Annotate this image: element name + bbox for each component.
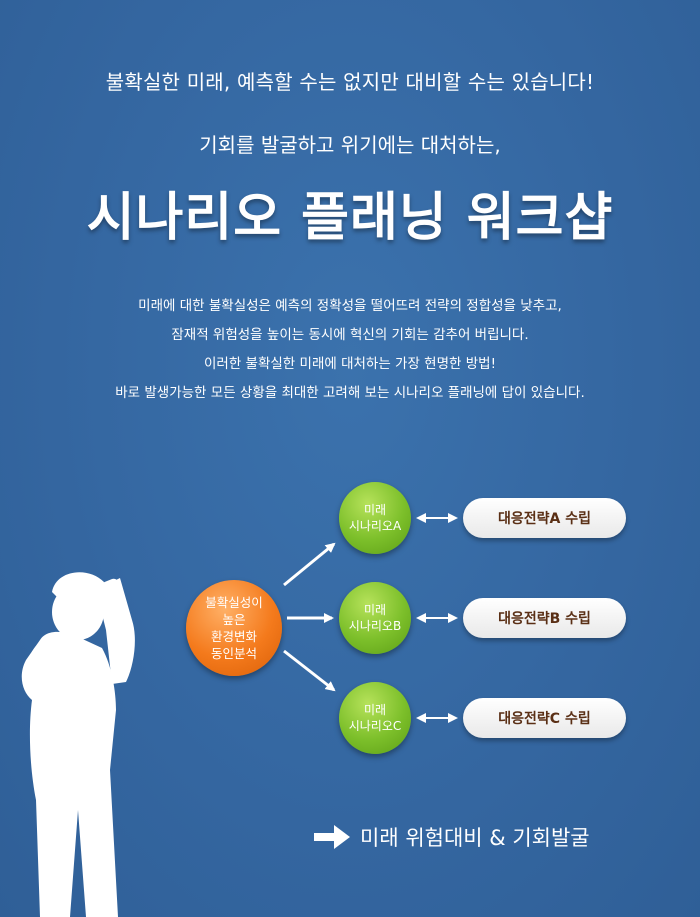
headline-subtitle: 기회를 발굴하고 위기에는 대처하는,	[199, 133, 501, 157]
source-circle: 불확실성이 높은 환경변화 동인분석	[186, 580, 282, 676]
description-line: 미래에 대한 불확실성은 예측의 정확성을 떨어뜨려 전략의 정합성을 낮추고,	[138, 298, 562, 314]
scenario-circle-c: 미래 시나리오C	[339, 682, 411, 754]
headline-question: 불확실한 미래, 예측할 수는 없지만 대비할 수는 있습니다!	[105, 70, 595, 94]
scenario-label: 미래	[363, 603, 387, 617]
strategy-pill-a: 대응전략A 수립	[463, 498, 626, 538]
scenario-circle-b: 미래 시나리오B	[339, 582, 411, 654]
diagram-graphics	[21, 513, 458, 917]
scenario-diagram: 불확실성이 높은 환경변화 동인분석 미래 시나리오A 미래 시나리오B 미래 …	[0, 470, 700, 917]
page-title: 시나리오 플래닝 워크샵	[86, 188, 614, 248]
person-silhouette-icon	[21, 572, 135, 917]
description-line: 잠재적 위험성을 높이는 동시에 혁신의 기회는 감추어 버립니다.	[171, 327, 529, 343]
source-label: 높은	[222, 612, 246, 627]
arrow-to-scenario-a	[283, 542, 336, 587]
scenario-label: 미래	[363, 703, 387, 717]
strategy-pill-c: 대응전략C 수립	[463, 698, 626, 738]
description-line: 이러한 불확실한 미래에 대처하는 가장 현명한 방법!	[204, 356, 496, 372]
scenario-circle-a: 미래 시나리오A	[339, 482, 411, 554]
arrow-to-scenario-c	[283, 649, 336, 692]
scenario-label: 미래	[363, 503, 387, 517]
description: 미래에 대한 불확실성은 예측의 정확성을 떨어뜨려 전략의 정합성을 낮추고,…	[0, 292, 700, 408]
conclusion: 미래 위험대비 & 기회발굴	[314, 822, 590, 852]
source-label: 환경변화	[210, 629, 257, 644]
scenario-label: 시나리오C	[348, 719, 402, 733]
scenario-label: 시나리오A	[348, 519, 402, 533]
strategy-pill-b: 대응전략B 수립	[463, 598, 626, 638]
right-arrow-icon	[314, 825, 350, 849]
conclusion-text: 미래 위험대비 & 기회발굴	[360, 826, 590, 850]
source-label: 동인분석	[210, 646, 257, 661]
source-label: 불확실성이	[205, 595, 263, 610]
scenario-label: 시나리오B	[348, 619, 402, 633]
description-line: 바로 발생가능한 모든 상황을 최대한 고려해 보는 시나리오 플래닝에 답이 …	[115, 385, 585, 401]
